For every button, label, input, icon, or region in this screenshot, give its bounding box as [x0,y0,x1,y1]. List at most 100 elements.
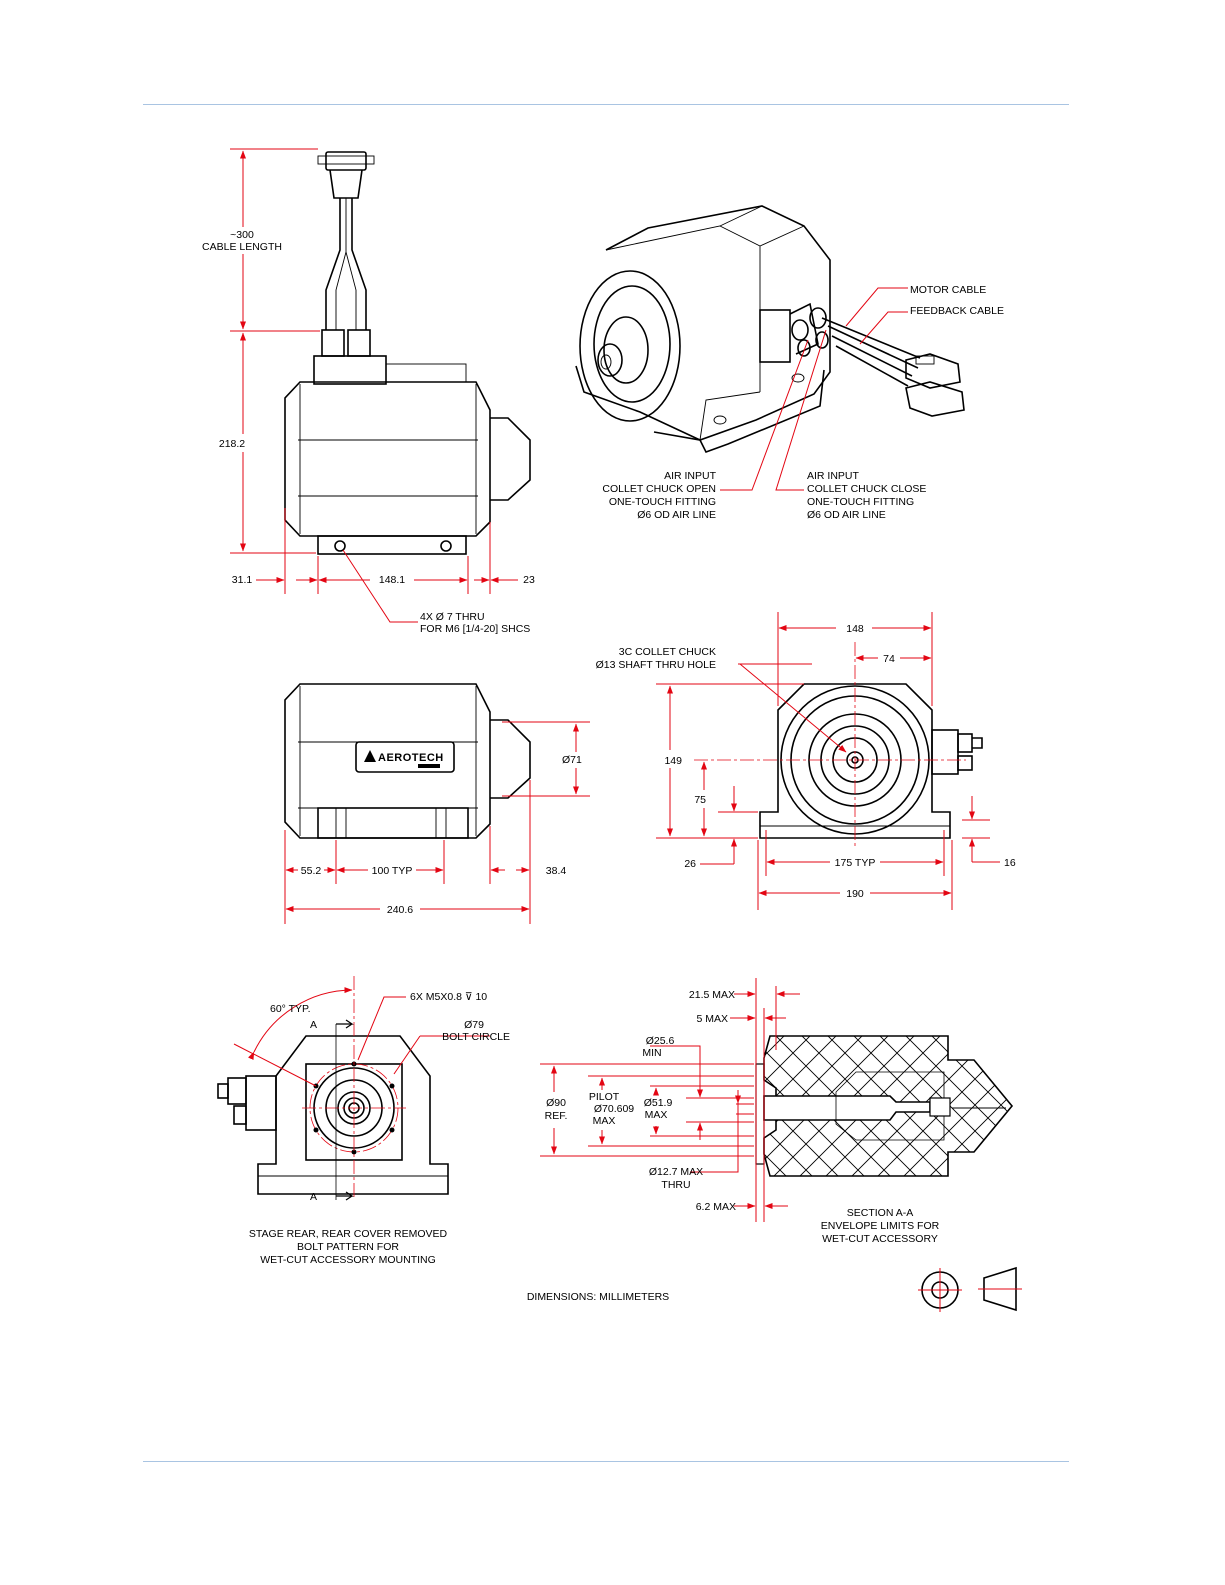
dim-6-2-max: 6.2 MAX [696,1201,736,1213]
bottom-rule [143,1461,1069,1462]
rear-caption-2: BOLT PATTERN FOR [297,1241,399,1253]
dim-190: 190 [846,888,864,900]
top-view: ~300 CABLE LENGTH 218.2 31.1 148.1 23 4X… [202,148,535,635]
pilot-dia: Ø70.609 [594,1103,634,1115]
rear-view: 60° TYP. A A 6X M5X0.8 ⊽ 10 Ø79 BOLT CIR… [217,976,510,1266]
dim-dia-90-ref: REF. [545,1110,568,1122]
pilot-face [755,1063,765,1165]
brand-name: AEROTECH [378,752,444,764]
dim-240-6: 240.6 [387,904,413,916]
mount-base [317,535,467,555]
front-face [579,270,681,422]
dim-100-typ: 100 TYP [372,865,413,877]
air-close-line1: AIR INPUT [807,470,860,482]
mount-hole [334,540,346,552]
cable-connector [325,151,367,171]
air-close-line4: Ø6 OD AIR LINE [807,509,886,521]
connector-feedback [905,381,965,417]
pilot-max: MAX [593,1115,616,1127]
stage-body-front [759,683,951,839]
projection-cone-icon [983,1266,1017,1312]
dim-149: 149 [664,755,682,767]
bolt-hole [351,1149,357,1155]
dim-23: 23 [523,574,535,586]
air-close-line2: COLLET CHUCK CLOSE [807,483,926,495]
connector-shell [329,169,363,199]
air-close-line3: ONE-TOUCH FITTING [807,496,914,508]
dim-75: 75 [694,794,706,806]
connector-motor [905,353,961,389]
section-arrow-bottom [336,1191,354,1201]
base-iso [575,365,825,453]
aerotech-logo-icon [364,750,376,762]
dim-148: 148 [846,623,864,635]
collet-label-2: Ø13 SHAFT THRU HOLE [596,659,716,671]
section-view: 21.5 MAX 5 MAX 6.2 MAX Ø90 REF. PILOT Ø7… [540,978,1014,1245]
connector-flange [317,155,375,165]
brand-plate [355,741,455,773]
air-fitting-close [809,307,827,329]
air-open-line3: ONE-TOUCH FITTING [609,496,716,508]
spindle-nose [490,417,531,501]
stage-body-top [284,381,491,537]
bolt-hole [389,1083,395,1089]
rear-side-box [245,1075,277,1131]
mount-hole [440,540,452,552]
front-side-box [931,729,959,775]
collet-nose [597,343,623,377]
holes-note-2: FOR M6 [1/4-20] SHCS [420,623,530,635]
cable-length-dim: ~300 [230,229,254,241]
dim-dia-25-6: Ø25.6 [646,1035,675,1047]
dim-21-5-max: 21.5 MAX [689,989,735,1001]
dim-5-max: 5 MAX [696,1013,728,1025]
air-open-line1: AIR INPUT [664,470,717,482]
connector-box [313,355,387,385]
section-arrow-top [336,1019,354,1029]
stage-body-rear [257,1035,449,1195]
motor-cable-label: MOTOR CABLE [910,284,986,296]
top-rule [143,104,1069,105]
section-caption-3: WET-CUT ACCESSORY [822,1233,938,1245]
dim-74: 74 [883,653,895,665]
dim-148-1: 148.1 [379,574,405,586]
rear-caption-3: WET-CUT ACCESSORY MOUNTING [260,1254,436,1266]
section-label-top: A [310,1019,317,1031]
dim-dia-12-7-thru: THRU [661,1179,690,1191]
dim-dia-25-6-min: MIN [642,1047,661,1059]
dim-dia-12-7: Ø12.7 MAX [649,1166,703,1178]
cable-length-label: CABLE LENGTH [202,241,282,253]
air-open-line2: COLLET CHUCK OPEN [602,483,716,495]
air-fitting-open [791,319,809,341]
collet-label-1: 3C COLLET CHUCK [619,646,716,658]
dim-dia-51-9-max: MAX [645,1109,668,1121]
dim-dia-90: Ø90 [546,1097,566,1109]
dim-55-2: 55.2 [301,865,322,877]
rear-caption-1: STAGE REAR, REAR COVER REMOVED [249,1228,448,1240]
dim-175-typ: 175 TYP [835,857,876,869]
dimensions-note: DIMENSIONS: MILLIMETERS [527,1291,669,1303]
bolt-circle-label: BOLT CIRCLE [442,1031,510,1043]
dim-38-4: 38.4 [546,865,567,877]
spindle-collar [603,316,649,384]
stage-body-iso [605,205,831,441]
height-dim: 218.2 [219,438,245,450]
dim-dia-51-9: Ø51.9 [644,1097,673,1109]
cable-gland-right [347,329,371,357]
bolt-hole [389,1127,395,1133]
stage-body-side [284,683,491,839]
air-open-line4: Ø6 OD AIR LINE [637,509,716,521]
section-caption-1: SECTION A-A [847,1207,914,1219]
feedback-cable-label: FEEDBACK CABLE [910,305,1004,317]
front-view: 3C COLLET CHUCK Ø13 SHAFT THRU HOLE 148 … [596,612,1016,910]
side-box [759,309,791,363]
section-caption-2: ENVELOPE LIMITS FOR [821,1220,940,1232]
projection-symbol [918,1266,1022,1312]
pilot-label: PILOT [589,1091,620,1103]
bolt-hole [313,1127,319,1133]
cable-gland-left [321,329,345,357]
dim-31-1: 31.1 [232,574,253,586]
dia-71-dim: Ø71 [562,754,582,766]
side-base [317,807,469,839]
holes-note: 4X Ø 7 THRU [420,611,485,623]
